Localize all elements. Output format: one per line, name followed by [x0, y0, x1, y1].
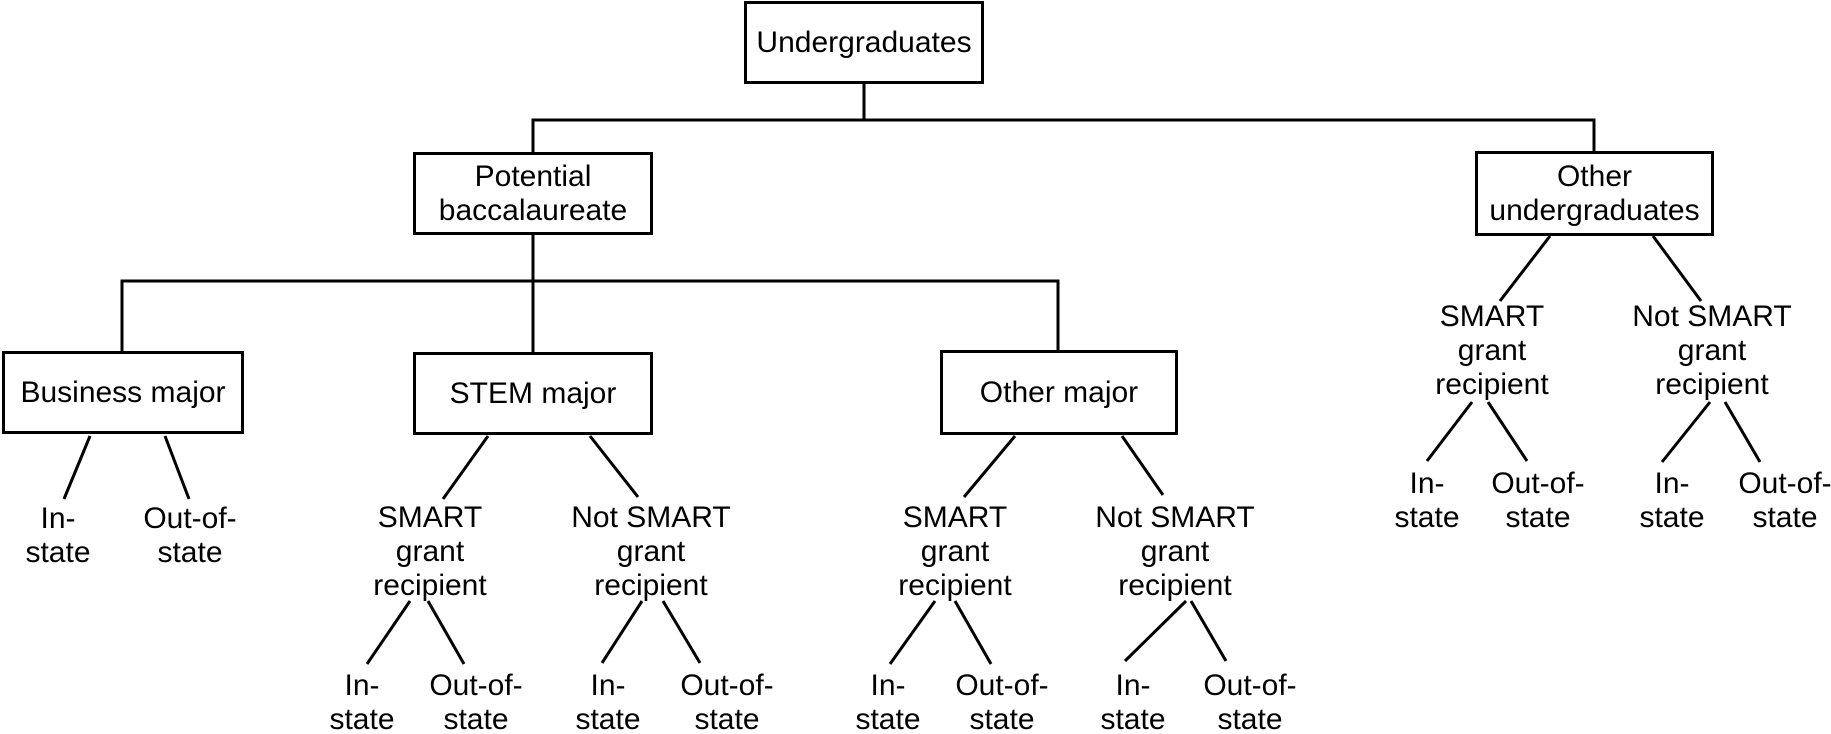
node-label-stem-not-smart-recipient: Not SMART grant recipient: [571, 501, 731, 602]
edge-stem-smart-to-out-of-state: [426, 600, 466, 665]
node-label-other-ug-not-smart-recipient: Not SMART grant recipient: [1632, 300, 1792, 401]
edge-stem-to-not-smart: [588, 435, 640, 498]
node-label-other-major-smart-recipient: SMART grant recipient: [898, 501, 1012, 602]
edge-stem-smart-to-in-state: [365, 600, 412, 665]
node-label-stem-smart-recipient: SMART grant recipient: [373, 501, 487, 602]
edge-otherug-smart-to-out-of-state: [1486, 401, 1529, 462]
node-box-other-undergraduates: Other undergraduates: [1475, 151, 1714, 236]
edge-other-ug-to-smart: [1498, 235, 1552, 302]
node-label-other-ug-smart-recipient: SMART grant recipient: [1435, 300, 1549, 401]
edge-level2-rail: [120, 279, 1060, 352]
edge-other-major-to-not-smart: [1120, 435, 1165, 496]
edge-stem-notsmart-to-in-state: [600, 600, 644, 664]
node-label-stem-smart-in-state: In- state: [329, 669, 395, 734]
node-label-other-major-not-smart-recipient: Not SMART grant recipient: [1095, 501, 1255, 602]
edge-othermajor-smart-to-out-of-state: [953, 600, 993, 665]
node-label-business-out-of-state: Out-of- state: [143, 502, 237, 569]
node-box-undergraduates: Undergraduates: [744, 1, 984, 84]
edge-othermajor-smart-to-in-state: [888, 600, 937, 665]
node-label-stem-not-smart-in-state: In- state: [575, 669, 641, 734]
node-label-other-major-smart-out-of-state: Out-of- state: [955, 669, 1049, 734]
edge-other-ug-to-not-smart: [1651, 235, 1703, 302]
node-label-other-major-not-smart-out-of-state: Out-of- state: [1203, 669, 1297, 734]
node-label-stem-smart-out-of-state: Out-of- state: [429, 669, 523, 734]
node-label-other-ug-smart-out-of-state: Out-of- state: [1491, 467, 1585, 534]
edge-stem-notsmart-to-out-of-state: [661, 600, 702, 664]
node-label-other-ug-not-smart-out-of-state: Out-of- state: [1738, 467, 1831, 534]
edge-otherug-notsmart-to-out-of-state: [1723, 401, 1762, 463]
edge-level1-rail: [531, 118, 1596, 153]
node-box-other-major: Other major: [940, 350, 1178, 435]
edge-otherug-notsmart-to-in-state: [1660, 401, 1712, 463]
edge-business-to-out-of-state: [163, 435, 191, 500]
node-label-other-ug-smart-in-state: In- state: [1394, 467, 1460, 534]
node-label-other-major-not-smart-in-state: In- state: [1100, 669, 1166, 734]
edge-othermajor-notsmart-to-in-state: [1123, 599, 1188, 663]
node-label-other-major-smart-in-state: In- state: [855, 669, 921, 734]
node-label-other-ug-not-smart-in-state: In- state: [1639, 467, 1705, 534]
node-label-stem-not-smart-out-of-state: Out-of- state: [680, 669, 774, 734]
node-box-potential-baccalaureate: Potential baccalaureate: [413, 152, 653, 235]
edge-business-to-in-state: [62, 435, 92, 500]
edge-other-major-to-smart: [962, 435, 1017, 498]
edge-otherug-smart-to-in-state: [1425, 401, 1474, 462]
node-box-stem-major: STEM major: [413, 352, 653, 435]
edge-othermajor-notsmart-to-out-of-state: [1189, 600, 1228, 662]
node-box-business-major: Business major: [2, 351, 244, 434]
node-label-business-in-state: In- state: [25, 502, 91, 569]
edge-stem-to-smart: [441, 435, 490, 500]
